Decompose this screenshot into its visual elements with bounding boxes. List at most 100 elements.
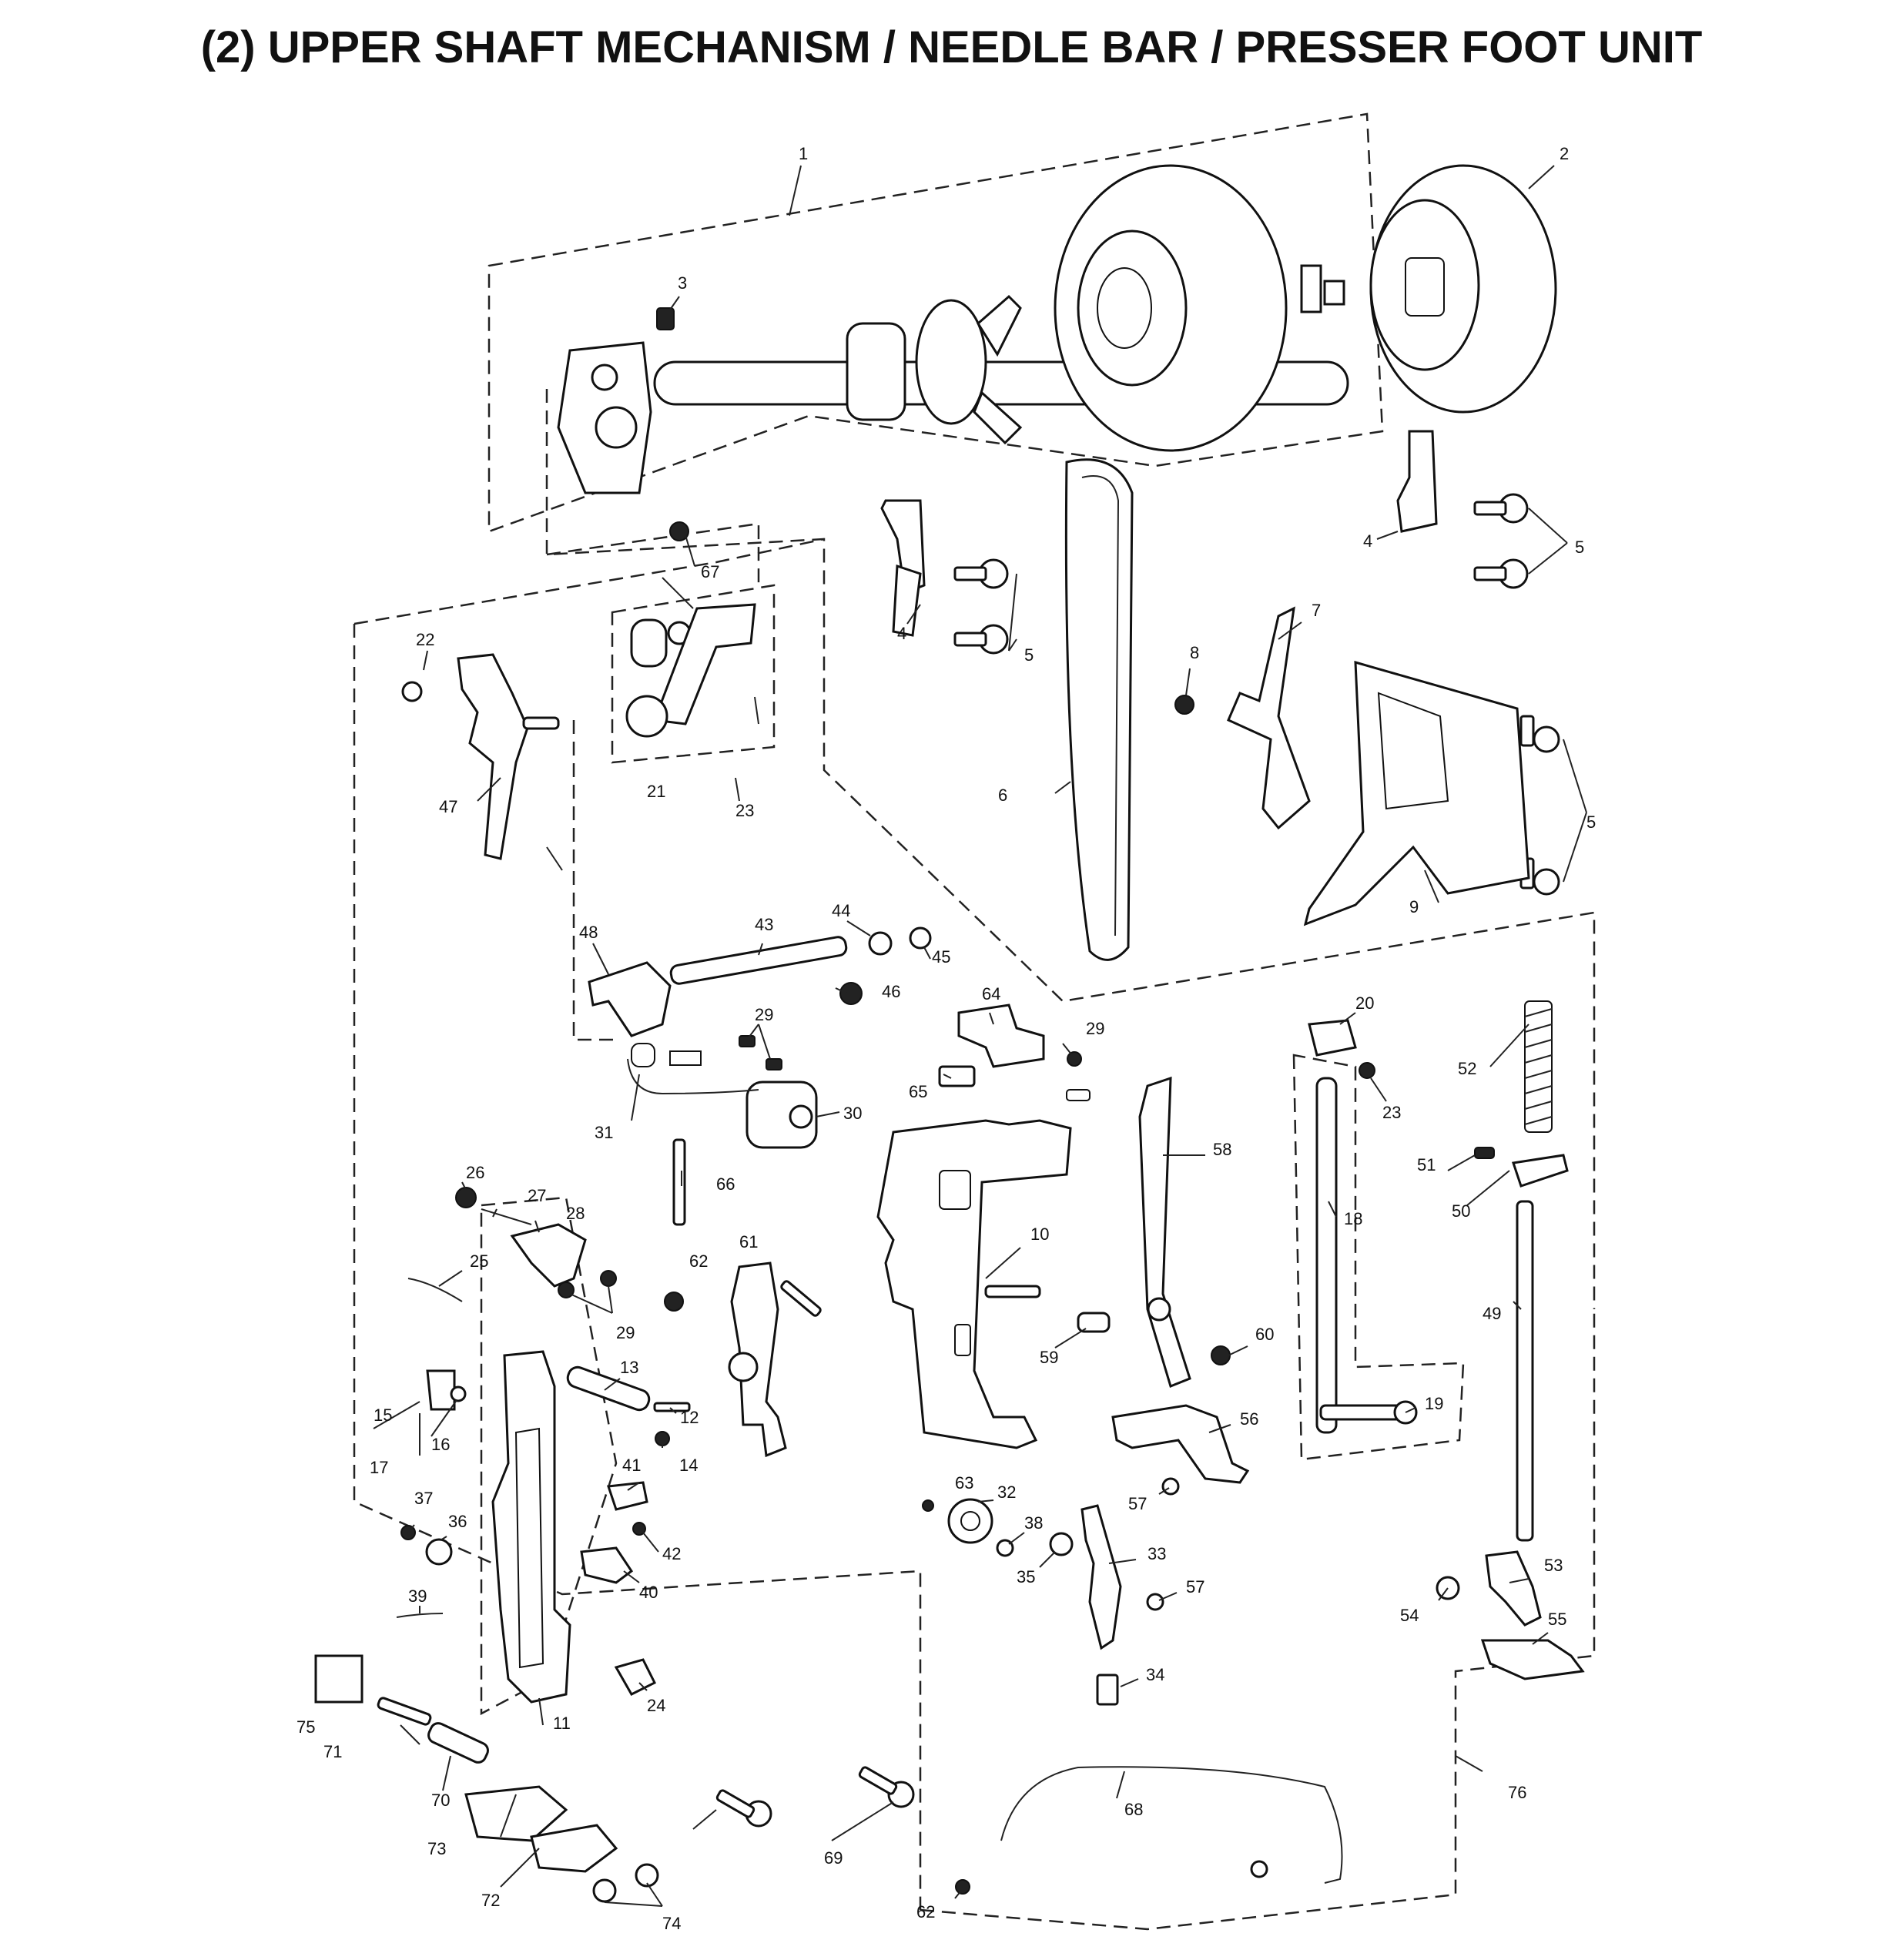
leader-lines	[373, 165, 1587, 1907]
setscrew-3	[656, 307, 675, 330]
callout-51: 51	[1417, 1155, 1436, 1174]
callout-32: 32	[997, 1483, 1016, 1502]
callout-67: 67	[701, 562, 719, 581]
callout-19: 19	[1425, 1394, 1443, 1413]
label-75	[314, 1654, 364, 1704]
presser-foot-55	[1480, 1639, 1585, 1680]
assembly-boundaries	[353, 112, 1596, 1931]
callout-75: 75	[297, 1717, 315, 1737]
callout-45: 45	[932, 947, 950, 967]
callout-5c: 5	[1586, 812, 1596, 832]
callout-2: 2	[1560, 144, 1569, 163]
callout-47: 47	[439, 797, 457, 816]
callout-74: 74	[662, 1914, 681, 1933]
callout-6: 6	[998, 786, 1007, 805]
callout-29c: 29	[1086, 1019, 1104, 1038]
callout-65: 65	[909, 1082, 927, 1101]
callout-41: 41	[622, 1456, 641, 1475]
upper-shaft-assembly	[557, 164, 1557, 494]
motor-30	[745, 1081, 818, 1149]
callout-16: 16	[431, 1435, 450, 1454]
callout-4b: 4	[1363, 531, 1372, 551]
callout-66: 66	[716, 1174, 735, 1194]
callout-42: 42	[662, 1544, 681, 1563]
callout-34: 34	[1146, 1665, 1164, 1684]
callout-72: 72	[481, 1891, 500, 1910]
callout-64: 64	[982, 984, 1000, 1003]
callout-68: 68	[1124, 1800, 1143, 1819]
callout-76: 76	[1508, 1783, 1526, 1802]
lever-7	[1227, 606, 1311, 830]
callout-13: 13	[620, 1358, 638, 1377]
callout-31: 31	[595, 1123, 613, 1142]
callout-30: 30	[843, 1104, 862, 1123]
callout-14: 14	[679, 1456, 698, 1475]
callout-57a: 57	[1128, 1494, 1147, 1513]
screws-5	[953, 493, 1560, 896]
callout-54: 54	[1400, 1606, 1419, 1625]
callout-23a: 23	[735, 801, 754, 820]
callout-33: 33	[1147, 1544, 1166, 1563]
callout-26: 26	[466, 1163, 484, 1182]
callout-5a: 5	[1024, 645, 1034, 665]
callout-25: 25	[470, 1251, 488, 1271]
arm-48	[588, 961, 672, 1037]
cam-assembly-21	[625, 521, 756, 738]
callout-27: 27	[528, 1186, 546, 1205]
callout-43: 43	[755, 915, 773, 934]
spring-52	[1524, 1000, 1553, 1133]
shaft-43	[669, 936, 848, 985]
callout-73: 73	[427, 1839, 446, 1858]
callout-40: 40	[639, 1583, 658, 1602]
callout-17: 17	[370, 1458, 388, 1477]
callout-55: 55	[1548, 1610, 1566, 1629]
callout-63: 63	[955, 1473, 973, 1493]
callout-52: 52	[1458, 1059, 1476, 1078]
callout-38: 38	[1024, 1513, 1043, 1533]
bracket-64	[957, 1003, 1045, 1068]
callout-44: 44	[832, 901, 850, 920]
callout-4a: 4	[897, 624, 906, 643]
callout-69: 69	[824, 1848, 843, 1868]
callout-18: 18	[1344, 1209, 1362, 1228]
plate-28	[510, 1223, 587, 1288]
parts	[314, 164, 1585, 1903]
callout-22: 22	[416, 630, 434, 649]
callout-7: 7	[1312, 601, 1321, 620]
callout-58: 58	[1213, 1140, 1231, 1159]
callout-56: 56	[1240, 1409, 1258, 1429]
callout-20: 20	[1355, 993, 1374, 1013]
callout-11: 11	[553, 1714, 571, 1733]
callout-60: 60	[1255, 1325, 1274, 1344]
callout-labels: 1 2 3 4 4 5 5 5 6 7 8 9 10 11 12 13 14 1…	[297, 144, 1596, 1933]
callout-9: 9	[1409, 897, 1419, 916]
callout-49: 49	[1483, 1304, 1501, 1323]
callout-39: 39	[408, 1586, 427, 1606]
callout-12: 12	[680, 1408, 699, 1427]
callout-61: 61	[739, 1232, 758, 1251]
callout-71: 71	[323, 1742, 342, 1761]
callout-70: 70	[431, 1791, 450, 1810]
callout-48: 48	[579, 923, 598, 942]
needle-bar-18	[1315, 1077, 1338, 1434]
wire-68	[1000, 1766, 1343, 1884]
callout-24: 24	[647, 1696, 665, 1715]
callout-50: 50	[1452, 1201, 1470, 1221]
callout-3: 3	[678, 273, 687, 293]
presser-bar-49	[1516, 1200, 1534, 1542]
lever-56	[1111, 1404, 1250, 1484]
callout-23b: 23	[1382, 1103, 1401, 1122]
sensor-bracket-61	[730, 1261, 787, 1458]
callout-62b: 62	[916, 1902, 935, 1921]
callout-57b: 57	[1186, 1577, 1204, 1596]
callout-62a: 62	[689, 1251, 708, 1271]
callout-29a: 29	[616, 1323, 635, 1342]
frame-10	[876, 1119, 1072, 1449]
callout-46: 46	[882, 982, 900, 1001]
callout-36: 36	[448, 1512, 467, 1531]
callout-1: 1	[799, 144, 808, 163]
callout-29b: 29	[755, 1005, 773, 1024]
callout-53: 53	[1544, 1556, 1563, 1575]
lever-33	[1080, 1504, 1122, 1650]
